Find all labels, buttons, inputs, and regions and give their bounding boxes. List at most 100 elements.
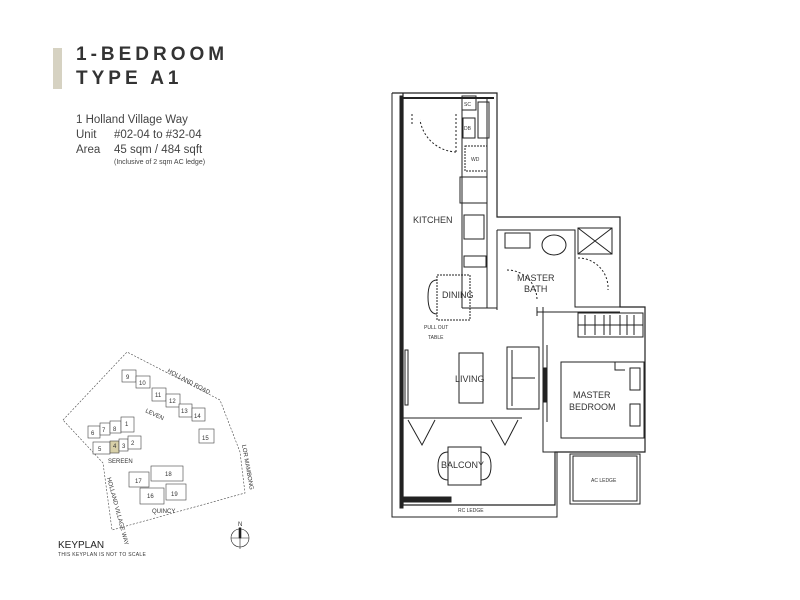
label-master-bath-2: BATH: [524, 284, 547, 294]
label-pull-out-table: TABLE: [428, 335, 444, 341]
unit-number: 13: [181, 409, 188, 415]
service-shaft: [477, 101, 490, 139]
label-kitchen: KITCHEN: [413, 215, 453, 225]
keyplan: 9 10 11 12 13 14 15 1 4 3 2 5 6 7 8 17 1…: [62, 351, 254, 549]
unit-number: 7: [102, 428, 106, 434]
label-ac-ledge: AC LEDGE: [591, 478, 617, 484]
unit-number: 4: [113, 444, 117, 450]
fridge-box: [459, 176, 488, 204]
block-10: [135, 375, 151, 389]
block-18: [150, 465, 184, 482]
ac-ledge-inner: [572, 455, 638, 502]
unit-number: 18: [165, 472, 172, 478]
keyplan-note: THIS KEYPLAN IS NOT TO SCALE: [58, 552, 147, 558]
label-master-bedroom-1: MASTER: [573, 390, 611, 400]
shower-x: [577, 227, 613, 255]
block-quincy: QUINCY: [152, 509, 175, 515]
title-line-1: 1-BEDROOM: [76, 44, 229, 65]
block-sereen: SEREEN: [108, 459, 133, 465]
road-lor-mambong: LOR MAMBONG: [240, 444, 254, 490]
block-2: [127, 435, 142, 450]
unit-number: 6: [91, 431, 95, 437]
unit-number: 1: [125, 422, 129, 428]
road-holland-village-way: HOLLAND VILLAGE WAY: [105, 477, 129, 546]
sofa: [506, 346, 540, 410]
block-19: [165, 483, 187, 501]
unit-number: 16: [147, 494, 154, 500]
block-5: [92, 441, 111, 455]
sink: [463, 214, 485, 240]
entry-door: [411, 114, 457, 153]
label-pull-out: PULL OUT: [424, 325, 448, 331]
label-master-bedroom-2: BEDROOM: [569, 402, 616, 412]
block-16: [139, 487, 165, 505]
page-title: 1-BEDROOM TYPE A1: [76, 43, 228, 91]
label-balcony: BALCONY: [441, 460, 484, 470]
block-14: [191, 407, 206, 422]
balcony-door-left: [407, 419, 436, 447]
block-12: [165, 393, 181, 408]
north-compass-icon: N: [230, 522, 250, 549]
unit-number: 11: [155, 393, 162, 399]
label-rc-ledge: RC LEDGE: [458, 508, 484, 514]
block-leven: LEVEN: [144, 408, 164, 422]
block-15: [198, 428, 215, 444]
unit-number: 8: [113, 427, 117, 433]
bath-door: [506, 269, 538, 301]
vanity: [504, 232, 531, 249]
left-wall-fill: [399, 95, 404, 509]
shower: [577, 227, 613, 255]
pillow-1: [629, 367, 641, 391]
unit-number: 17: [135, 479, 142, 485]
coffee-table: [458, 352, 484, 404]
shower-door: [577, 257, 609, 291]
bedroom-wall: [542, 307, 555, 453]
wardrobe-hangers: [578, 315, 643, 335]
area-note: (Inclusive of 2 sqm AC ledge): [114, 159, 206, 166]
tv-panel: [542, 367, 548, 403]
balcony-table: [447, 446, 482, 486]
address: 1 Holland Village Way: [76, 114, 188, 126]
hob: [463, 255, 487, 268]
sofa-seat: [511, 350, 535, 406]
label-master-bath-1: MASTER: [517, 273, 555, 283]
ac-ledge: [569, 453, 641, 505]
unit-number: 15: [202, 436, 209, 442]
unit-number: 12: [169, 399, 176, 405]
dining-chair: [427, 279, 438, 315]
keyplan-blocks: [87, 369, 215, 505]
area-value: 45 sqm / 484 sqft: [114, 144, 203, 156]
balcony-chairs: [437, 451, 492, 481]
wc: [541, 234, 567, 256]
unit-value: #02-04 to #32-04: [114, 129, 202, 141]
db-box: [462, 117, 476, 139]
road-holland-road: HOLLAND ROAD: [166, 368, 211, 396]
balcony-door-right: [490, 419, 519, 447]
label-db: DB: [464, 126, 472, 132]
bed: [560, 361, 645, 439]
outer-wall: [392, 92, 646, 506]
block-1: [120, 416, 135, 433]
bed-fold: [614, 362, 625, 371]
accent-bar: [53, 48, 62, 89]
unit-info: 1 Holland Village Way Unit #02-04 to #32-…: [76, 113, 205, 167]
unit-number: 19: [171, 492, 178, 498]
unit-number: 5: [98, 447, 102, 453]
unit-number: 2: [131, 441, 135, 447]
keyplan-label: KEYPLAN: [58, 540, 105, 551]
unit-label: Unit: [76, 129, 97, 141]
sc-box: [461, 95, 477, 111]
wd-box: [464, 145, 488, 172]
rc-ledge-strip: [402, 496, 452, 503]
bath-wall: [496, 229, 620, 316]
window-strip: [404, 349, 409, 406]
title-line-2: TYPE A1: [76, 68, 183, 89]
dining-table: [436, 274, 471, 321]
unit-number: 14: [194, 414, 201, 420]
area-label: Area: [76, 144, 101, 156]
label-sc: SC: [464, 102, 471, 108]
label-wd: WD: [471, 157, 480, 163]
north-label: N: [238, 522, 242, 528]
label-living: LIVING: [455, 374, 485, 384]
